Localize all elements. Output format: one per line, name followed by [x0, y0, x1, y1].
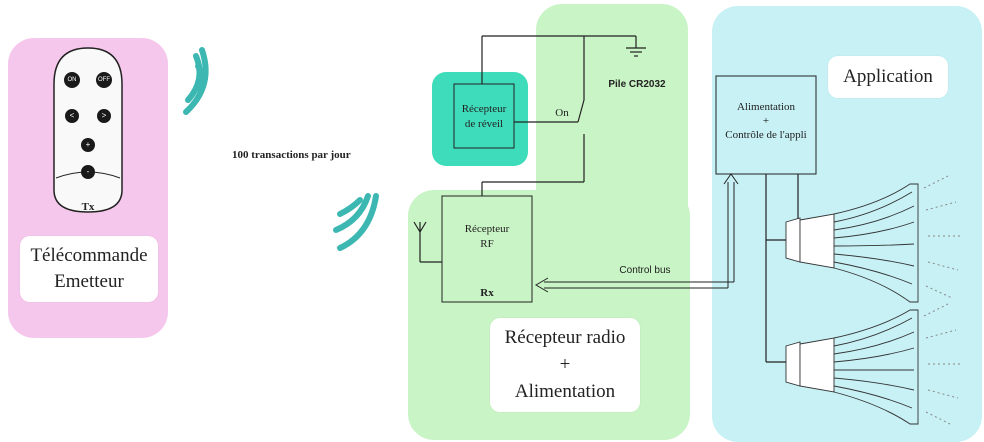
- remote-title-line2: Emetteur: [54, 271, 124, 292]
- wake-receiver-panel: [432, 72, 528, 166]
- app-control-line2: +: [762, 115, 770, 127]
- sound-rays: [923, 175, 960, 425]
- remote-title-line1: Télécommande: [30, 245, 148, 266]
- remote-button-right[interactable]: >: [101, 111, 107, 120]
- wake-receiver-line1: Récepteur: [461, 103, 507, 115]
- switch-on-label: On: [555, 107, 569, 119]
- receiver-title-line2: +: [559, 354, 571, 375]
- speaker-lower: [785, 309, 919, 425]
- app-control-line1: Alimentation: [736, 101, 796, 113]
- control-bus-arrow: [535, 173, 739, 293]
- remote-buttons: [64, 72, 112, 179]
- wake-receiver-box: [453, 83, 515, 149]
- remote-control: [53, 47, 123, 213]
- app-control-line3: Contrôle de l'appli: [725, 129, 807, 141]
- wake-receiver-line2: de réveil: [464, 118, 504, 130]
- remote-tx-label: Tx: [81, 201, 95, 213]
- remote-button-on[interactable]: ON: [67, 77, 77, 83]
- remote-button-minus[interactable]: -: [86, 167, 90, 176]
- remote-button-off[interactable]: OFF: [98, 77, 110, 83]
- application-title-box: Application: [828, 56, 948, 98]
- rf-receiver-line2: RF: [480, 238, 494, 250]
- circuit-wires: [413, 35, 800, 363]
- transactions-label: 100 transactions par jour: [232, 149, 351, 161]
- speaker-upper: [785, 183, 919, 303]
- rx-label: Rx: [480, 287, 494, 299]
- app-control-box: [715, 75, 817, 175]
- receiver-title-line3: Alimentation: [514, 381, 616, 402]
- signal-waves-remote: [183, 47, 209, 115]
- remote-button-left[interactable]: <: [69, 111, 75, 120]
- receiver-title-box: Récepteur radio + Alimentation: [490, 318, 640, 412]
- signal-waves-receiver: [333, 193, 379, 251]
- remote-button-plus[interactable]: +: [85, 140, 91, 149]
- control-bus-label: Control bus: [619, 265, 671, 276]
- battery-label: Pile CR2032: [608, 79, 666, 90]
- application-title: Application: [843, 66, 933, 87]
- rf-receiver-line1: Récepteur: [464, 223, 510, 235]
- rf-receiver-box: [441, 195, 533, 303]
- remote-title-box: Télécommande Emetteur: [20, 236, 158, 302]
- receiver-title-line1: Récepteur radio: [504, 327, 626, 348]
